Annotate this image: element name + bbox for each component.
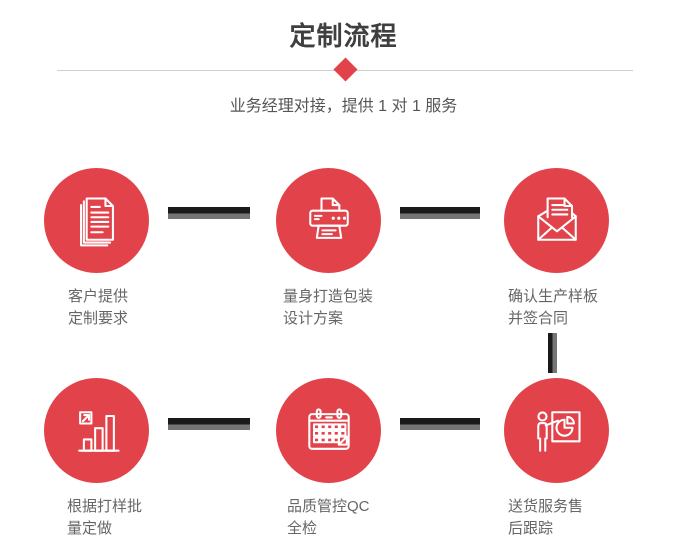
step-label-line1: 客户提供 xyxy=(68,288,129,305)
step-label-line2: 定制要求 xyxy=(68,310,129,327)
printer-icon xyxy=(308,196,349,239)
connector-step3-step6 xyxy=(548,333,557,373)
step-label: 品质管控QC 全检 xyxy=(287,496,446,540)
step-circle xyxy=(44,378,149,483)
bar-chart-icon xyxy=(77,410,120,452)
step-label: 确认生产样板 并签合同 xyxy=(508,286,674,330)
step-label-line1: 送货服务售 xyxy=(508,498,584,515)
step-label-line2: 后跟踪 xyxy=(508,520,554,537)
diamond-marker xyxy=(333,57,358,82)
step-label-line2: 全检 xyxy=(287,520,318,537)
step-circle xyxy=(276,378,381,483)
envelope-icon xyxy=(536,196,577,241)
step-label-line1: 量身打造包装 xyxy=(283,288,374,305)
step-circle xyxy=(276,168,381,273)
documents-icon xyxy=(79,196,114,246)
calendar-icon xyxy=(307,407,350,450)
connector-step2-step3 xyxy=(400,207,480,219)
presentation-icon xyxy=(536,410,581,452)
step-label: 量身打造包装 设计方案 xyxy=(283,286,446,330)
step-label-line1: 品质管控QC xyxy=(287,498,370,515)
step-circle xyxy=(44,168,149,273)
step-delivery-aftersales: 送货服务售 后跟踪 xyxy=(504,378,674,540)
step-qc-inspection: 品质管控QC 全检 xyxy=(276,378,446,540)
step-sample-confirmation: 确认生产样板 并签合同 xyxy=(504,168,674,330)
step-label-line1: 确认生产样板 xyxy=(508,288,599,305)
step-packaging-design: 量身打造包装 设计方案 xyxy=(276,168,446,330)
step-label: 根据打样批 量定做 xyxy=(67,496,214,540)
connector-step4-step5 xyxy=(168,418,250,430)
connector-step1-step2 xyxy=(168,207,250,219)
step-label: 客户提供 定制要求 xyxy=(68,286,214,330)
step-label-line1: 根据打样批 xyxy=(67,498,143,515)
step-label-line2: 设计方案 xyxy=(283,310,344,327)
step-label: 送货服务售 后跟踪 xyxy=(508,496,674,540)
connector-step5-step6 xyxy=(400,418,480,430)
step-circle xyxy=(504,378,609,483)
page-title: 定制流程 xyxy=(289,21,398,51)
step-label-line2: 量定做 xyxy=(67,520,113,537)
step-circle xyxy=(504,168,609,273)
step-customer-requirements: 客户提供 定制要求 xyxy=(44,168,214,330)
page-subtitle: 业务经理对接，提供 1 对 1 服务 xyxy=(229,98,458,115)
step-batch-production: 根据打样批 量定做 xyxy=(44,378,214,540)
step-label-line2: 并签合同 xyxy=(508,310,569,327)
